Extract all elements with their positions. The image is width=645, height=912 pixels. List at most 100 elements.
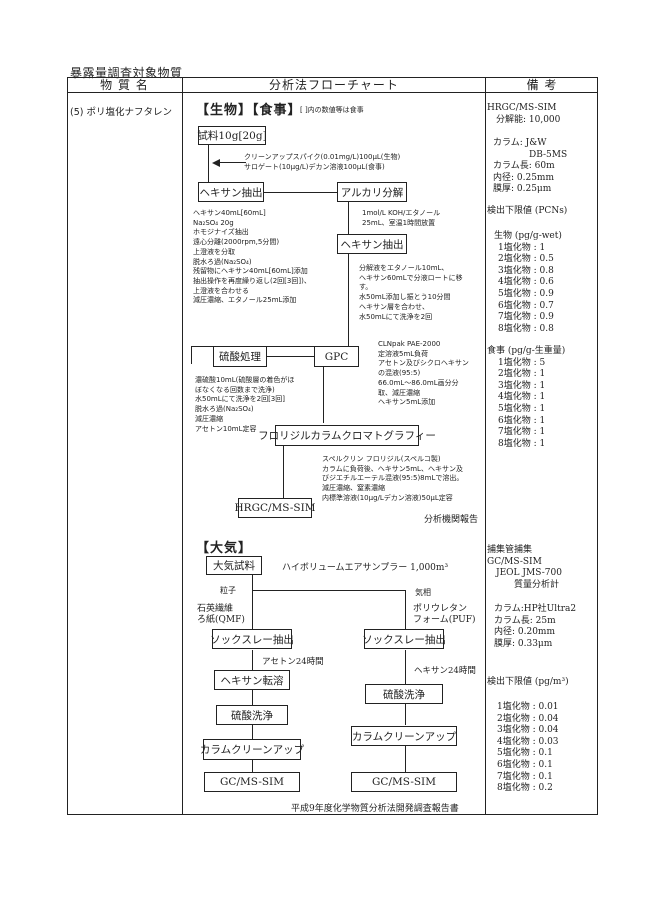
connector bbox=[405, 703, 407, 725]
note-line: びジエチルエーテル混液(95:5)8mLで溶出。 bbox=[322, 474, 464, 483]
arrow-left-icon bbox=[212, 159, 220, 167]
header-substance-name: 物 質 名 bbox=[100, 78, 149, 92]
note-line: 25mL、室温1時間放置 bbox=[362, 218, 436, 227]
note-line: 残留物にヘキサン40mL[60mL]添加 bbox=[193, 267, 308, 276]
gas-phase-label: 気相 bbox=[415, 588, 431, 597]
connector bbox=[252, 650, 254, 670]
sulfuric-acid-notes: 濃硫酸10mL(硫酸層の着色がほ ぼなくなる回数まで洗浄) 水50mLにて洗浄を… bbox=[195, 376, 294, 434]
connector bbox=[252, 759, 254, 773]
connector bbox=[252, 689, 254, 705]
remark-line: 4塩化物 : 0.03 bbox=[497, 736, 559, 747]
remark-line: GC/MS-SIM bbox=[487, 556, 542, 567]
source-report: 平成9年度化学物質分析法開発調査報告書 bbox=[291, 804, 459, 814]
box-column-cleanup-right: カラムクリーンアップ bbox=[351, 726, 457, 746]
connector bbox=[405, 590, 407, 632]
remark-line: 分解能: 10,000 bbox=[487, 114, 561, 125]
source-lab-report: 分析機関報告 bbox=[424, 515, 479, 525]
connector bbox=[191, 346, 349, 348]
hexane-extraction-2-notes: 分解液をエタノール10mL、 ヘキサン60mLで分液ロートに移 す。 水50mL… bbox=[359, 264, 463, 322]
remark-line: 4塩化物 : 0.6 bbox=[498, 277, 554, 288]
remark-line: 7塩化物 : 1 bbox=[498, 427, 546, 438]
connector bbox=[191, 346, 193, 364]
note-line: 濃硫酸10mL(硫酸層の着色がほ bbox=[195, 376, 295, 384]
remark-line: カラム:HP社Ultra2 bbox=[494, 604, 577, 614]
connector bbox=[263, 192, 339, 194]
section-label-air: 【大気】 bbox=[196, 541, 253, 556]
hexane-note: ヘキサン24時間 bbox=[414, 666, 476, 676]
remarks-bio-dl-title: 検出下限値 (PCNs) bbox=[487, 206, 568, 216]
note-line: 上澄液を分取 bbox=[193, 247, 235, 256]
box-hexane-transfer: ヘキサン転溶 bbox=[214, 670, 290, 690]
remarks-air-column: カラム:HP社Ultra2 カラム長: 25m 内径: 0.20mm 膜厚: 0… bbox=[494, 604, 576, 650]
box-gcms-right: GC/MS-SIM bbox=[351, 772, 457, 792]
connector bbox=[252, 575, 254, 632]
note-line: 脱水ろ過(Na₂SO₄) bbox=[195, 405, 254, 414]
florisil-notes: スペルクリン フロリジル(スペルコ製) カラムに負荷後、ヘキサン5mL、ヘキサン… bbox=[322, 455, 463, 504]
remarks-bio-column: カラム: J&W DB-5MS カラム長: 60m 内径: 0.25mm 膜厚:… bbox=[493, 138, 567, 196]
remark-line: カラム: J&W bbox=[493, 138, 547, 148]
column-divider-1 bbox=[182, 77, 184, 815]
label-line: 石英繊維 bbox=[197, 604, 234, 614]
remark-line: JEOL JMS-700 bbox=[487, 568, 562, 579]
remark-line: 4塩化物 : 1 bbox=[498, 392, 546, 403]
note-line: アセトン10mL定容 bbox=[195, 424, 257, 433]
note-line: サロゲート(10μg/L)デカン溶液100μL(食事) bbox=[244, 162, 385, 171]
bracket-note: [ ]内の数値等は食事 bbox=[300, 106, 364, 114]
remark-line: 8塩化物 : 0.2 bbox=[497, 783, 553, 794]
note-line: 脱水ろ過(Na₂SO₄) bbox=[193, 257, 252, 266]
note-line: ホモジナイズ抽出 bbox=[193, 228, 249, 237]
header-divider bbox=[67, 92, 598, 94]
label-line: ポリウレタン bbox=[413, 604, 468, 614]
connector bbox=[405, 650, 407, 684]
header-remarks: 備 考 bbox=[526, 78, 558, 92]
section-label-bio-food: 【生物】【食事】 bbox=[196, 103, 302, 118]
sampler-note: ハイボリュームエアサンプラー 1,000m³ bbox=[282, 563, 449, 573]
gpc-notes: CLNpak PAE-2000 定溶液5mL負荷 アセトン及びシクロヘキサン の… bbox=[378, 340, 469, 408]
note-line: 66.0mL〜86.0mL画分分 bbox=[378, 378, 459, 387]
remark-line: 6塩化物 : 1 bbox=[498, 415, 546, 426]
box-gpc: GPC bbox=[314, 346, 359, 367]
remark-line: 1塩化物 : 0.01 bbox=[497, 702, 559, 712]
remarks-bio-values: 生物 (pg/g-wet) 1塩化物 : 1 2塩化物 : 0.5 3塩化物 :… bbox=[494, 231, 562, 335]
remark-line: 1塩化物 : 1 bbox=[498, 242, 546, 253]
label-line: ろ紙(QMF) bbox=[197, 615, 245, 625]
note-line: 分解液をエタノール10mL、 bbox=[359, 264, 449, 272]
connector bbox=[348, 251, 350, 346]
remarks-food-values: 食事 (pg/g-生重量) 1塩化物 : 5 2塩化物 : 1 3塩化物 : 1… bbox=[487, 346, 565, 450]
note-line: ヘキサン5mL添加 bbox=[378, 398, 436, 407]
qmf-label: 石英繊維 ろ紙(QMF) bbox=[197, 604, 245, 626]
note-line: 減圧濃縮、エタノール25mL添加 bbox=[193, 296, 297, 305]
connector bbox=[323, 366, 325, 423]
alkali-notes: 1mol/L KOH/エタノール 25mL、室温1時間放置 bbox=[362, 209, 440, 228]
note-line: スペルクリン フロリジル(スペルコ製) bbox=[322, 455, 441, 463]
connector bbox=[405, 744, 407, 773]
box-soxhlet-right: ソックスレー抽出 bbox=[362, 629, 446, 649]
remark-line: 3塩化物 : 0.04 bbox=[497, 725, 559, 736]
remark-line: 6塩化物 : 0.1 bbox=[497, 759, 553, 770]
remarks-air-values: 1塩化物 : 0.01 2塩化物 : 0.04 3塩化物 : 0.04 4塩化物… bbox=[497, 702, 559, 795]
note-line: ぼなくなる回数まで洗浄) bbox=[195, 385, 275, 394]
note-line: の混液(95:5) bbox=[378, 369, 421, 378]
table-frame bbox=[67, 77, 598, 815]
remark-line: 2塩化物 : 1 bbox=[498, 369, 546, 380]
box-soxhlet-left: ソックスレー抽出 bbox=[210, 629, 294, 649]
arrow-shaft bbox=[218, 162, 246, 164]
header-flowchart: 分析法フローチャート bbox=[269, 78, 399, 92]
remark-line: 生物 (pg/g-wet) bbox=[494, 231, 562, 241]
remark-line: 8塩化物 : 0.8 bbox=[498, 323, 554, 334]
box-sulfuric-wash-right: 硫酸洗浄 bbox=[365, 684, 443, 704]
box-air-sample: 大気試料 bbox=[206, 556, 262, 575]
box-sulfuric-acid-treatment: 硫酸処理 bbox=[213, 346, 267, 367]
note-line: アセトン及びシクロヘキサン bbox=[378, 359, 469, 368]
remark-line: 食事 (pg/g-生重量) bbox=[487, 346, 566, 356]
note-line: ヘキサン層を合わせ、 bbox=[359, 302, 429, 311]
remarks-air-instrument: 捕集管捕集 GC/MS-SIM JEOL JMS-700 質量分析計 bbox=[487, 545, 562, 591]
remark-line: カラム長: 60m bbox=[493, 161, 555, 172]
note-line: 水50mLにて洗浄を2回 bbox=[359, 312, 433, 321]
note-line: ヘキサン40mL[60mL] bbox=[193, 209, 266, 217]
connector bbox=[283, 446, 285, 498]
remark-line: 内径: 0.25mm bbox=[493, 172, 555, 183]
note-line: ヘキサン60mLで分液ロートに移 bbox=[359, 273, 463, 282]
note-line: CLNpak PAE-2000 bbox=[378, 340, 441, 348]
connector bbox=[208, 141, 210, 187]
